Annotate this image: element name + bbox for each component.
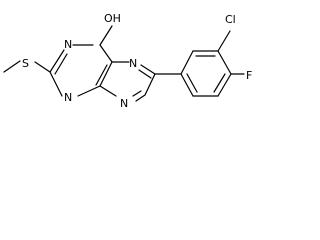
bond-c7-n8 (135, 94, 146, 102)
atom-label-n-bottom-right: N (120, 97, 128, 110)
bond-methyl-s (3, 60, 21, 73)
bond-c4a-c8a (99, 61, 113, 87)
atom-label-cl: Cl (225, 13, 236, 26)
molecule-structure-diagram: OH S N N N N Cl F (3, 12, 252, 110)
bond-benzene-1 (180, 50, 194, 75)
bond-benzene-4-double (213, 73, 226, 93)
bond-n1-c2 (49, 71, 63, 97)
atom-label-f: F (246, 69, 252, 82)
bond-n8-c8a (99, 85, 117, 97)
bond-c4a-c8a-double (95, 64, 108, 86)
bond-c7-n8-double (132, 90, 142, 97)
bond-lines (3, 25, 245, 102)
bond-c4-c4a (99, 44, 113, 63)
atom-label-n-top: N (64, 38, 72, 51)
atom-label-n-middle: N (129, 57, 137, 70)
atom-labels: OH S N N N N Cl F (22, 12, 252, 110)
bond-benzene-cl (217, 30, 231, 52)
bond-n5-c6 (140, 64, 156, 75)
atom-label-n-bottom-left: N (64, 91, 72, 104)
bond-benzene-3 (217, 50, 232, 75)
bond-s-c2 (34, 61, 51, 73)
bond-benzene-4 (217, 73, 232, 97)
bond-benzene-6 (180, 73, 194, 97)
atom-label-s: S (22, 57, 29, 70)
bond-benzene-6-double (186, 73, 198, 93)
bond-c8a-n1 (77, 85, 101, 97)
bond-c2-n3-double (54, 53, 68, 75)
bond-c4-oh (99, 25, 113, 46)
bond-c2-n3 (49, 49, 65, 73)
bond-c6-c7 (144, 73, 156, 96)
atom-label-oh: OH (104, 12, 121, 25)
bond-n5-c6-double (138, 69, 152, 79)
